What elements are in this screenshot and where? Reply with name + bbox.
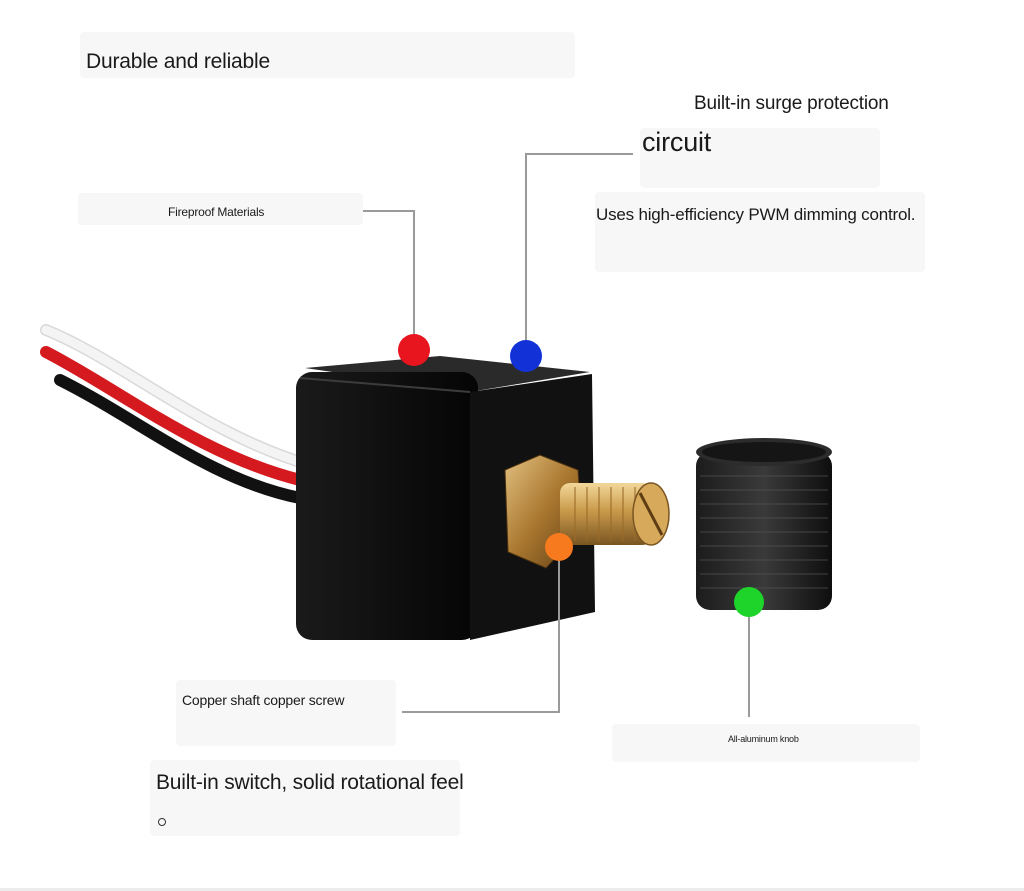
bullet-dot bbox=[158, 818, 166, 826]
marker-orange-shaft bbox=[545, 533, 573, 561]
fireproof-label: Fireproof Materials bbox=[168, 205, 265, 219]
marker-red-fireproof bbox=[398, 334, 430, 366]
faint-text-panels bbox=[78, 32, 925, 836]
marker-blue-circuit bbox=[510, 340, 542, 372]
headline-durable: Durable and reliable bbox=[86, 50, 270, 73]
surge-protection-circuit-word: circuit bbox=[642, 127, 712, 157]
switch-feel-text: Built-in switch, solid rotational feel bbox=[156, 771, 464, 794]
pwm-description: Uses high-efficiency PWM dimming control… bbox=[596, 205, 916, 224]
marker-green-knob bbox=[734, 587, 764, 617]
leader-lines bbox=[363, 153, 750, 717]
copper-shaft-label: Copper shaft copper screw bbox=[182, 692, 345, 708]
aluminum-knob-label: All-aluminum knob bbox=[728, 734, 799, 744]
bottom-divider bbox=[0, 888, 1024, 891]
surge-protection-title: Built-in surge protection bbox=[694, 93, 889, 114]
wires bbox=[40, 324, 306, 504]
aluminum-knob bbox=[696, 438, 832, 610]
